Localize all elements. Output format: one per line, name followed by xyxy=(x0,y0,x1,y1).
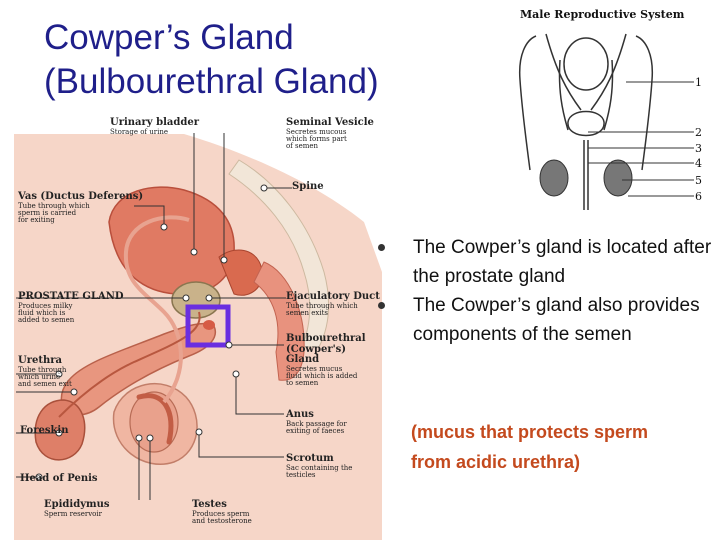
label-bulbourethral-gland: Bulbourethral (Cowper's) Gland Secretes … xyxy=(286,333,366,388)
system-number-6: 6 xyxy=(695,190,702,203)
bullet-text: The Cowper’s gland also provides compone… xyxy=(413,295,700,345)
bullet-dot-icon xyxy=(378,244,385,251)
label-testes: Testes Produces sperm and testosterone xyxy=(192,499,252,525)
bullet-text: The Cowper’s gland is located after the … xyxy=(413,237,712,287)
cowpers-highlight-box xyxy=(185,304,231,348)
system-number-5: 5 xyxy=(695,174,702,187)
system-number-2: 2 xyxy=(695,126,702,139)
label-spine: Spine xyxy=(292,181,324,192)
label-urinary-bladder: Urinary bladder Storage of urine xyxy=(110,117,199,136)
anatomy-diagram: Urinary bladder Storage of urine Seminal… xyxy=(14,112,382,540)
bullet-dot-icon xyxy=(378,302,385,309)
bullet-list: The Cowper’s gland is located after the … xyxy=(372,233,717,349)
label-head-of-penis: Head of Penis xyxy=(20,473,98,484)
label-ejaculatory-duct: Ejaculatory Duct Tube through which seme… xyxy=(286,291,380,317)
anatomy-illustration xyxy=(14,133,382,540)
title-line-2: (Bulbourethral Gland) xyxy=(44,62,379,101)
system-number-1: 1 xyxy=(695,76,702,89)
system-number-4: 4 xyxy=(695,157,702,170)
system-number-3: 3 xyxy=(695,142,702,155)
mucus-note: (mucus that protects sperm from acidic u… xyxy=(411,422,649,472)
system-diagram-title: Male Reproductive System xyxy=(520,8,685,21)
label-epididymus: Epididymus Sperm reservoir xyxy=(44,499,110,518)
label-foreskin: Foreskin xyxy=(20,425,69,436)
label-urethra: Urethra Tube through which urine and sem… xyxy=(18,355,72,389)
system-line-drawing xyxy=(518,33,694,210)
label-prostate-gland: PROSTATE GLAND Produces milky fluid whic… xyxy=(18,291,124,325)
bullet-item: The Cowper’s gland also provides compone… xyxy=(372,291,717,349)
slide-title: Cowper’s Gland (Bulbourethral Gland) xyxy=(44,16,464,104)
male-reproductive-system-diagram: Male Reproductive System 1 2 3 4 5 6 xyxy=(496,0,720,214)
label-anus: Anus Back passage for exiting of faeces xyxy=(286,409,347,435)
label-vas-deferens: Vas (Ductus Deferens) Tube through which… xyxy=(18,191,144,225)
label-seminal-vesicle: Seminal Vesicle Secretes mucous which fo… xyxy=(286,117,374,151)
bullet-item: The Cowper’s gland is located after the … xyxy=(372,233,717,291)
title-line-1: Cowper’s Gland xyxy=(44,18,294,57)
label-scrotum: Scrotum Sac containing the testicles xyxy=(286,453,353,479)
